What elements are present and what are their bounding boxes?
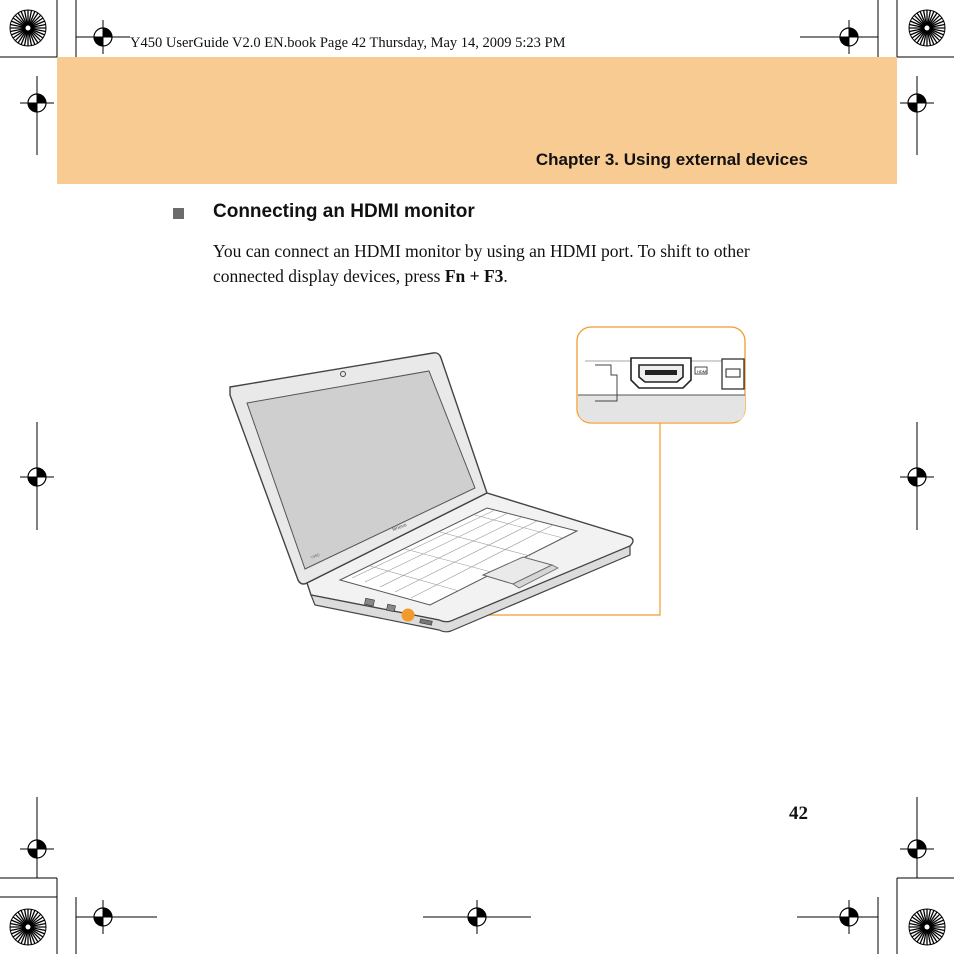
laptop-hdmi-illustration: HDMI lenovo Y450: [229, 326, 746, 633]
body-paragraph: You can connect an HDMI monitor by using…: [213, 239, 793, 289]
hdmi-port-label: HDMI: [697, 369, 707, 374]
body-text-part2: .: [503, 266, 508, 286]
laptop-model-label: Y450: [310, 552, 321, 560]
chapter-title: Chapter 3. Using external devices: [535, 150, 808, 169]
print-slug: Y450 UserGuide V2.0 EN.book Page 42 Thur…: [130, 35, 566, 51]
chapter-header-band: [57, 57, 897, 184]
key-combo: Fn + F3: [444, 266, 504, 286]
square-bullet-icon: [173, 208, 184, 219]
body-text-part1: You can connect an HDMI monitor by using…: [213, 241, 750, 286]
laptop-brand-label: lenovo: [392, 522, 408, 533]
page-number: 42: [789, 803, 808, 824]
section-heading: Connecting an HDMI monitor: [213, 201, 475, 222]
